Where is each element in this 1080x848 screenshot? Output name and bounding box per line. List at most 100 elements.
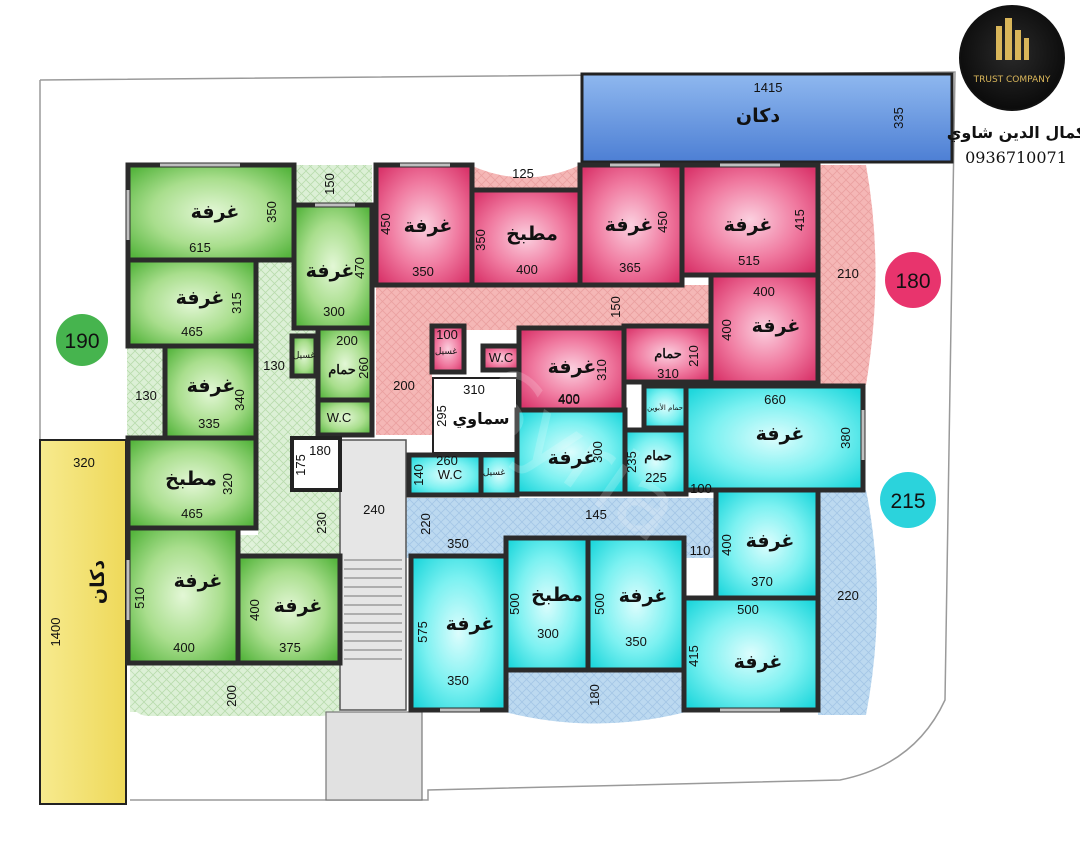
shop-top [580, 72, 954, 164]
cyan-dim-right-corridor: 110 [690, 543, 711, 558]
cyan-dim-balcony-bottom: 180 [587, 684, 602, 706]
green-dim-corridor: 130 [263, 358, 285, 373]
cyan-kitchen-h: 500 [507, 593, 522, 615]
pink-room-4-w: 400 [753, 284, 775, 299]
cyan-bath-name: حمام [644, 448, 672, 464]
green-kitchen-w: 465 [181, 506, 203, 521]
cyan-kitchen [503, 535, 591, 673]
green-dim-shaft-h: 175 [293, 454, 308, 476]
pink-bath-w: 310 [657, 366, 679, 381]
badge-green-label: 190 [64, 330, 99, 353]
pink-room-1 [373, 162, 475, 288]
green-shaft [290, 436, 342, 492]
badge-cyan [880, 472, 936, 528]
cyan-room-4-w: 350 [447, 673, 469, 688]
cyan-room-4-name: غرفة [446, 613, 495, 635]
cyan-parents-bath-name: حمام الأبوين [647, 403, 683, 412]
balcony-pink-top [470, 165, 580, 192]
shop-left-name: دكان [87, 560, 109, 604]
cyan-room-3-name: غرفة [746, 530, 795, 552]
entrance [325, 711, 423, 801]
cyan-dim-corridor: 145 [585, 507, 607, 522]
green-room-1-w: 615 [189, 240, 211, 255]
pink-wc-name: W.C [489, 350, 514, 365]
cyan-room-5-h: 500 [592, 593, 607, 615]
cyan-parents-bath [641, 383, 689, 431]
balcony-green-bottom [130, 668, 340, 716]
stairwell [339, 439, 407, 711]
pink-bath-name: حمام [654, 346, 682, 362]
pink-room-3-name: غرفة [724, 214, 773, 236]
pink-bath-h: 210 [686, 345, 701, 367]
pink-room-2-h: 450 [655, 211, 670, 233]
balcony-blue-bottom [505, 668, 686, 724]
badge-green [56, 314, 108, 366]
pink-wash-name: غسيل [435, 347, 458, 357]
balcony-pink-right [818, 165, 876, 385]
green-dim-shaft-w: 180 [309, 443, 331, 458]
green-room-4-h: 340 [232, 389, 247, 411]
pink-wash-w: 100 [436, 327, 458, 342]
green-room-1-name: غرفة [191, 201, 240, 223]
pink-room-3-w: 515 [738, 253, 760, 268]
cyan-room-6-h: 415 [686, 645, 701, 667]
green-room-6-w: 375 [279, 640, 301, 655]
cyan-room-1-w: 660 [764, 392, 786, 407]
green-wc [315, 397, 375, 438]
green-wash-name: غسيل [293, 351, 316, 361]
green-kitchen-name: مطبخ [165, 468, 217, 490]
green-room-5-h: 510 [132, 587, 147, 609]
pink-wash [429, 323, 467, 375]
cyan-dim-balcony-right: 220 [837, 588, 859, 603]
cyan-room-2 [514, 407, 628, 497]
cyan-bath-h: 235 [624, 451, 639, 473]
green-wash [289, 333, 319, 379]
green-room-6-name: غرفة [274, 595, 323, 617]
cyan-dim-corridor-left: 220 [418, 513, 433, 535]
cyan-wc [406, 452, 484, 498]
cyan-room-3-h: 400 [719, 534, 734, 556]
green-room-5-w: 400 [173, 640, 195, 655]
cyan-room-3 [713, 487, 821, 601]
cyan-room-3-w: 370 [751, 574, 773, 589]
owner-phone: 0936710071 [965, 148, 1067, 167]
cyan-bath-w: 225 [645, 470, 667, 485]
green-room-2-name: غرفة [306, 260, 355, 282]
skylight-w: 310 [463, 382, 485, 397]
pink-kitchen-h: 350 [473, 229, 488, 251]
company-name: TRUST COMPANY [973, 75, 1051, 85]
cyan-dim-room4-top: 350 [447, 536, 469, 551]
pink-dim-left: 200 [393, 378, 415, 393]
badge-cyan-label: 215 [890, 490, 925, 513]
pink-room-4-h: 400 [719, 319, 734, 341]
cyan-dim-gap: 100 [690, 481, 712, 496]
cyan-wc-w: 260 [436, 453, 458, 468]
balcony-green-top [294, 165, 372, 207]
pink-room-2-name: غرفة [605, 214, 654, 236]
pink-room-1-h: 450 [378, 213, 393, 235]
pink-room-3 [679, 162, 821, 278]
shop-left-width: 320 [73, 455, 95, 470]
balcony-green-left [127, 345, 165, 437]
shop-left [39, 439, 127, 805]
green-wc-name: W.C [327, 410, 352, 425]
cyan-room-5-w: 350 [625, 634, 647, 649]
green-bath-name: حمام [328, 362, 356, 378]
shop-top-depth: 335 [891, 107, 906, 129]
green-room-2-w: 300 [323, 304, 345, 319]
pink-room-3-h: 415 [792, 209, 807, 231]
green-dim-left: 130 [135, 388, 157, 403]
cyan-room-2-w: 400 [558, 391, 580, 406]
pink-room-1-name: غرفة [404, 215, 453, 237]
green-bath-w: 200 [336, 333, 358, 348]
site-boundary [39, 71, 956, 801]
green-kitchen-h: 320 [220, 473, 235, 495]
cyan-room-4-h: 575 [415, 621, 430, 643]
shop-top-name: دكان [736, 105, 780, 127]
green-room-3-h: 315 [229, 292, 244, 314]
skylight [432, 377, 518, 454]
green-dim-top: 150 [322, 173, 337, 195]
owner-name: كمال الدين شاوي [947, 123, 1080, 143]
green-room-2-h: 470 [352, 257, 367, 279]
